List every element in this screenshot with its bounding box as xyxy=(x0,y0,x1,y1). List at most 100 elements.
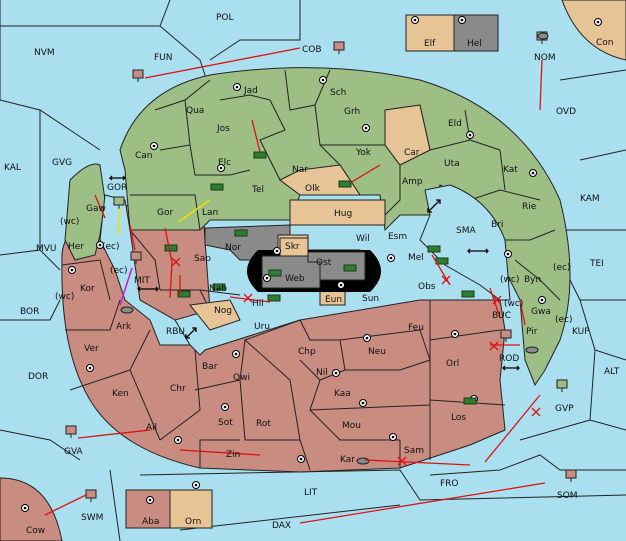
label-byn: Byn xyxy=(524,275,541,285)
label-obs: Obs xyxy=(418,282,436,292)
fleet-icon xyxy=(85,489,97,502)
label-wc4: (wc) xyxy=(500,275,519,285)
label-sma: SMA xyxy=(456,226,476,236)
label-rod: ROD xyxy=(499,354,519,364)
label-nvm: NVM xyxy=(34,48,55,58)
label-her: Her xyxy=(68,242,84,252)
label-kup: KUP xyxy=(572,327,590,337)
fleet-icon xyxy=(120,306,134,314)
label-uta: Uta xyxy=(444,159,460,169)
label-hel: Hel xyxy=(467,39,482,49)
label-wc1: (wc) xyxy=(60,217,79,227)
label-nom: NOM xyxy=(534,53,556,63)
label-rbu: RBU xyxy=(166,327,185,337)
fleet-icon xyxy=(556,379,568,392)
label-cow: Cow xyxy=(26,526,45,536)
label-nab: Nab xyxy=(209,284,227,294)
label-ark: Ark xyxy=(116,322,132,332)
label-sun: Sun xyxy=(362,294,379,304)
label-can: Can xyxy=(135,151,153,161)
label-car: Car xyxy=(404,148,420,158)
fleet-icon xyxy=(333,41,345,54)
sea-mit[interactable] xyxy=(99,194,191,346)
label-fun: FUN xyxy=(154,53,173,63)
move-orders xyxy=(44,47,546,524)
label-wc2: (wc) xyxy=(55,292,74,302)
label-web: Web xyxy=(285,274,305,284)
label-eld: Eld xyxy=(448,119,462,129)
label-kat: Kat xyxy=(503,165,518,175)
support-order-yellow-2 xyxy=(177,199,211,223)
label-aba: Aba xyxy=(142,517,159,527)
label-kar: Kar xyxy=(340,455,355,465)
support-order-yellow xyxy=(117,207,121,236)
label-ken: Ken xyxy=(112,389,129,399)
label-som: SOM xyxy=(557,491,578,501)
label-tel: Tel xyxy=(251,185,264,195)
label-gwa: Gwa xyxy=(531,307,551,317)
label-yok: Yok xyxy=(355,148,372,158)
land-orn[interactable] xyxy=(169,489,213,529)
fleet-icon xyxy=(130,251,142,264)
label-rot: Rot xyxy=(256,419,271,429)
label-swm: SWM xyxy=(81,513,103,523)
x-marks xyxy=(171,257,541,466)
label-elc: Elc xyxy=(218,158,231,168)
label-grh: Grh xyxy=(344,107,360,117)
label-fro: FRO xyxy=(440,479,459,489)
land-car[interactable] xyxy=(384,104,431,166)
label-cob: COB xyxy=(302,45,322,55)
label-sam: Sam xyxy=(404,446,424,456)
label-kam: KAM xyxy=(580,194,600,204)
label-gor: GOR xyxy=(107,183,127,193)
label-buc: BUC xyxy=(492,311,511,321)
label-kaa: Kaa xyxy=(334,389,351,399)
label-rie: Rie xyxy=(522,202,537,212)
label-ail: Ail xyxy=(146,423,157,433)
label-nor: Nor xyxy=(225,243,241,253)
label-kal: KAL xyxy=(4,163,21,173)
label-bar: Bar xyxy=(202,362,218,372)
label-mel: Mel xyxy=(408,253,424,263)
land-hug[interactable] xyxy=(289,199,386,226)
land-ost-inner[interactable] xyxy=(307,251,366,281)
label-bri: Bri xyxy=(491,220,503,230)
label-kor: Kor xyxy=(80,284,95,294)
fleet-icon xyxy=(537,32,549,40)
label-gva: GVA xyxy=(64,447,84,457)
label-pir: Pir xyxy=(526,327,538,337)
label-skr: Skr xyxy=(285,242,300,252)
fleet-icon xyxy=(356,457,370,465)
label-ec4: (ec) xyxy=(553,263,571,273)
label-amp: Amp xyxy=(402,177,423,187)
label-wc3: (wc) xyxy=(504,299,523,309)
fleet-icon xyxy=(565,469,577,482)
label-bor: BOR xyxy=(20,307,39,317)
label-zin: Zin xyxy=(226,450,240,460)
label-feu: Feu xyxy=(408,323,424,333)
label-eun: Eun xyxy=(325,295,342,305)
label-ec1: (ec) xyxy=(102,242,120,252)
label-elf: Elf xyxy=(424,39,436,49)
label-hug: Hug xyxy=(334,209,352,219)
label-wil: Wil xyxy=(356,234,370,244)
label-ec3: (ec) xyxy=(555,315,573,325)
label-jad: Jad xyxy=(243,86,258,96)
label-hil: Hil xyxy=(252,299,264,309)
label-neu: Neu xyxy=(368,347,386,357)
land-nog[interactable] xyxy=(189,299,241,331)
label-gvp: GVP xyxy=(555,404,574,414)
label-ost: Ost xyxy=(316,258,332,268)
label-mou: Mou xyxy=(342,421,361,431)
label-tei: TEI xyxy=(589,259,604,269)
label-alt: ALT xyxy=(604,367,620,377)
label-sap: Sap xyxy=(194,254,211,264)
label-mvu: MVU xyxy=(36,244,57,254)
label-ovd: OVD xyxy=(556,107,576,117)
label-pol: POL xyxy=(216,13,234,23)
label-qwi: Qwi xyxy=(233,373,250,383)
sea-sma[interactable] xyxy=(419,184,511,301)
label-dor: DOR xyxy=(28,372,48,382)
label-nog: Nog xyxy=(214,306,232,316)
